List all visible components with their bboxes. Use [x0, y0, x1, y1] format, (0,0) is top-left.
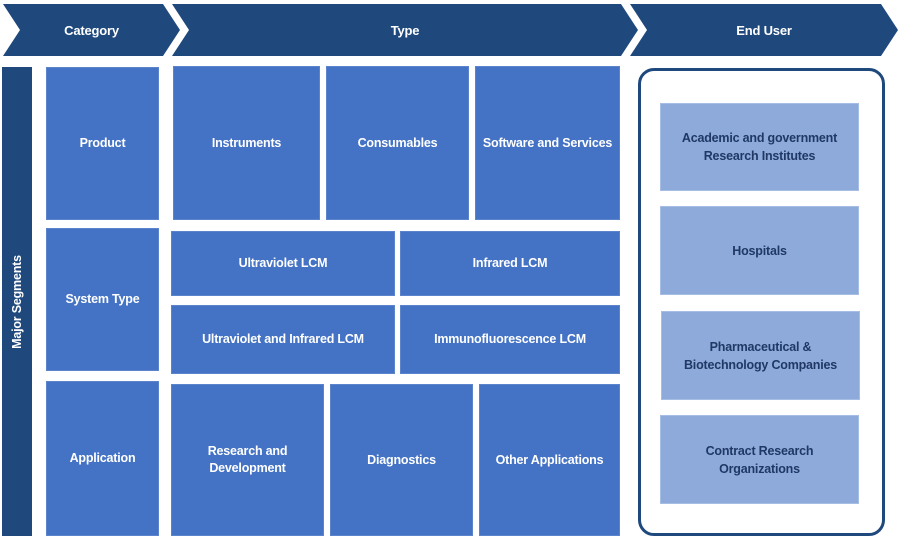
type-other-applications-label: Other Applications — [495, 452, 604, 467]
category-product-label: Product — [79, 136, 126, 150]
type-immunofluorescence-lcm-label: Immunofluorescence LCM — [434, 332, 586, 346]
end-user-academic-label: Academic and government Research Institu… — [681, 131, 838, 163]
chevron-type-shape — [172, 4, 638, 56]
header-type: Type — [189, 4, 621, 56]
header-chevrons — [3, 4, 898, 56]
category-product: Product — [46, 67, 159, 220]
type-ultraviolet-lcm-label: Ultraviolet LCM — [238, 256, 328, 270]
type-diagnostics: Diagnostics — [330, 384, 473, 536]
header-category: Category — [20, 4, 163, 56]
type-uv-ir-lcm: Ultraviolet and Infrared LCM — [171, 305, 395, 374]
type-consumables-label: Consumables — [357, 135, 438, 150]
type-research-development: Research and Development — [171, 384, 324, 536]
type-diagnostics-label: Diagnostics — [367, 452, 436, 467]
type-immunofluorescence-lcm: Immunofluorescence LCM — [400, 305, 620, 374]
type-consumables: Consumables — [326, 66, 469, 220]
end-user-cro: Contract Research Organizations — [660, 415, 859, 504]
type-infrared-lcm-label: Infrared LCM — [472, 256, 548, 270]
major-segments-label: Major Segments — [10, 254, 24, 349]
category-system-type: System Type — [46, 228, 159, 371]
category-application: Application — [46, 381, 159, 536]
type-ultraviolet-lcm: Ultraviolet LCM — [171, 231, 395, 296]
header-type-label: Type — [390, 22, 420, 38]
type-instruments: Instruments — [173, 66, 320, 220]
end-user-pharma-biotech-label: Pharmaceutical & Biotechnology Companies — [683, 339, 838, 372]
major-segments-bar: Major Segments — [2, 67, 32, 536]
type-other-applications: Other Applications — [479, 384, 620, 536]
category-system-type-label: System Type — [65, 292, 140, 306]
chevron-category-shape — [3, 4, 180, 56]
chevron-enduser-shape — [630, 4, 898, 56]
type-infrared-lcm: Infrared LCM — [400, 231, 620, 296]
end-user-academic: Academic and government Research Institu… — [660, 103, 859, 191]
type-instruments-label: Instruments — [211, 135, 282, 150]
end-user-hospitals-label: Hospitals — [732, 243, 787, 258]
type-uv-ir-lcm-label: Ultraviolet and Infrared LCM — [202, 332, 364, 346]
type-research-development-label: Research and Development — [207, 444, 288, 475]
header-end-user: End User — [647, 4, 881, 56]
header-end-user-label: End User — [736, 22, 792, 38]
type-software-services-label: Software and Services — [482, 135, 613, 150]
category-application-label: Application — [69, 451, 136, 465]
end-user-hospitals: Hospitals — [660, 206, 859, 295]
header-category-label: Category — [64, 22, 119, 38]
end-user-cro-label: Contract Research Organizations — [705, 443, 814, 476]
end-user-pharma-biotech: Pharmaceutical & Biotechnology Companies — [661, 311, 860, 400]
type-software-services: Software and Services — [475, 66, 620, 220]
